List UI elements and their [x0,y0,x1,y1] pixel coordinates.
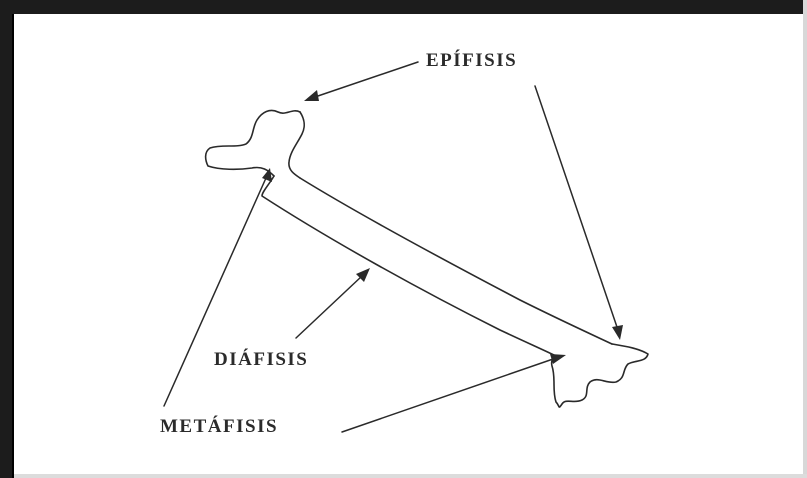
diafisis-label: DIÁFISIS [214,348,308,370]
frame-right-edge [803,0,807,478]
lower-epiphysis-outline [552,344,648,407]
frame-top-edge [0,0,807,14]
upper-epiphysis-outline [206,110,300,176]
epifisis-lower-arrow-line [535,86,618,330]
diaphysis-upper-outline [300,178,612,344]
frame-left-edge [0,0,14,478]
frame-bottom-edge [14,474,807,478]
upper-epiphysis-right-outline [289,112,304,178]
diafisis-arrow-line [296,276,362,338]
epifisis-lower-arrowhead [612,325,623,340]
metafisis-upper-arrow-line [164,178,266,406]
epifisis-upper-arrow-line [312,62,418,98]
metafisis-label: METÁFISIS [160,415,278,437]
epifisis-upper-arrowhead [304,90,319,101]
frame-left-inner-line [12,14,14,478]
metafisis-lower-arrow-line [342,358,556,432]
epifisis-label: EPÍFISIS [426,49,517,71]
